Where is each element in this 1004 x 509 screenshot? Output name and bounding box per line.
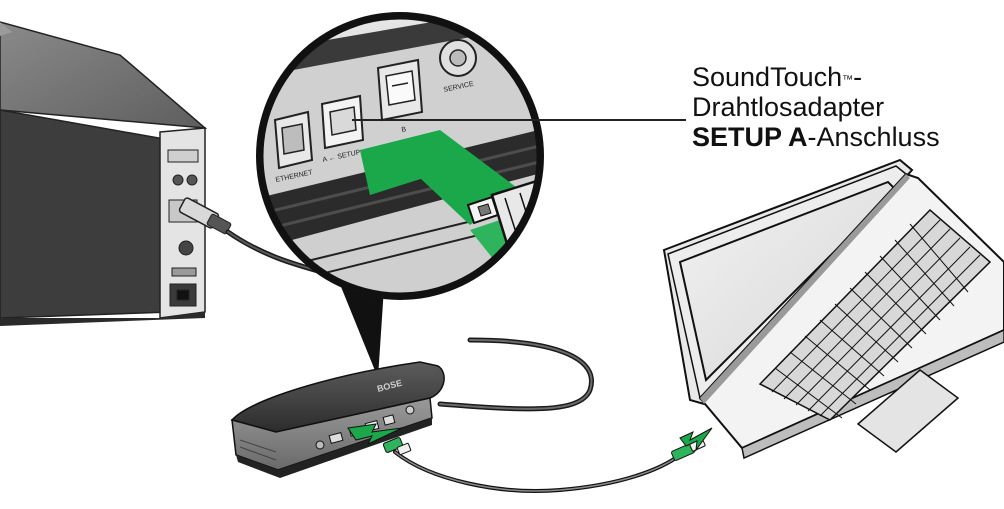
callout-port-suffix: -Anschluss — [807, 122, 940, 152]
laptop-insert-arrow — [679, 427, 713, 452]
callout-port-name: SETUP A — [692, 122, 808, 152]
callout-product-name: SoundTouch — [692, 62, 843, 92]
speaker-cable-plug — [178, 197, 232, 235]
adapter-insert-arrow — [347, 423, 403, 446]
media-center-box — [0, 21, 232, 326]
callout-line-port: SETUP A-Anschluss — [692, 122, 940, 152]
callout-product-suffix: - — [853, 62, 863, 92]
callout-line-product: SoundTouch™- — [692, 62, 940, 92]
usb-plug-adapter-end — [382, 437, 412, 456]
setup-a-port — [320, 94, 365, 150]
ethernet-port — [273, 110, 314, 170]
callout-adapter-word: Drahtlosadapter — [692, 92, 885, 122]
laptop-keyboard — [758, 208, 992, 421]
setup-b-port — [376, 58, 424, 122]
wireless-adapter: BOSE — [230, 361, 445, 478]
laptop-trackpad — [856, 369, 960, 453]
trademark-symbol: ™ — [842, 74, 854, 86]
zoom-callout-bubble: ETHERNET A ← SETUP B SERVICE — [256, 12, 544, 378]
adapter-power-cable — [437, 337, 594, 412]
laptop — [662, 158, 1004, 460]
service-port — [439, 39, 477, 77]
label-setup-b: B — [401, 126, 407, 134]
callout-text: SoundTouch™- Drahtlosadapter SETUP A-Ans… — [692, 62, 940, 152]
usb-cable — [382, 427, 713, 493]
